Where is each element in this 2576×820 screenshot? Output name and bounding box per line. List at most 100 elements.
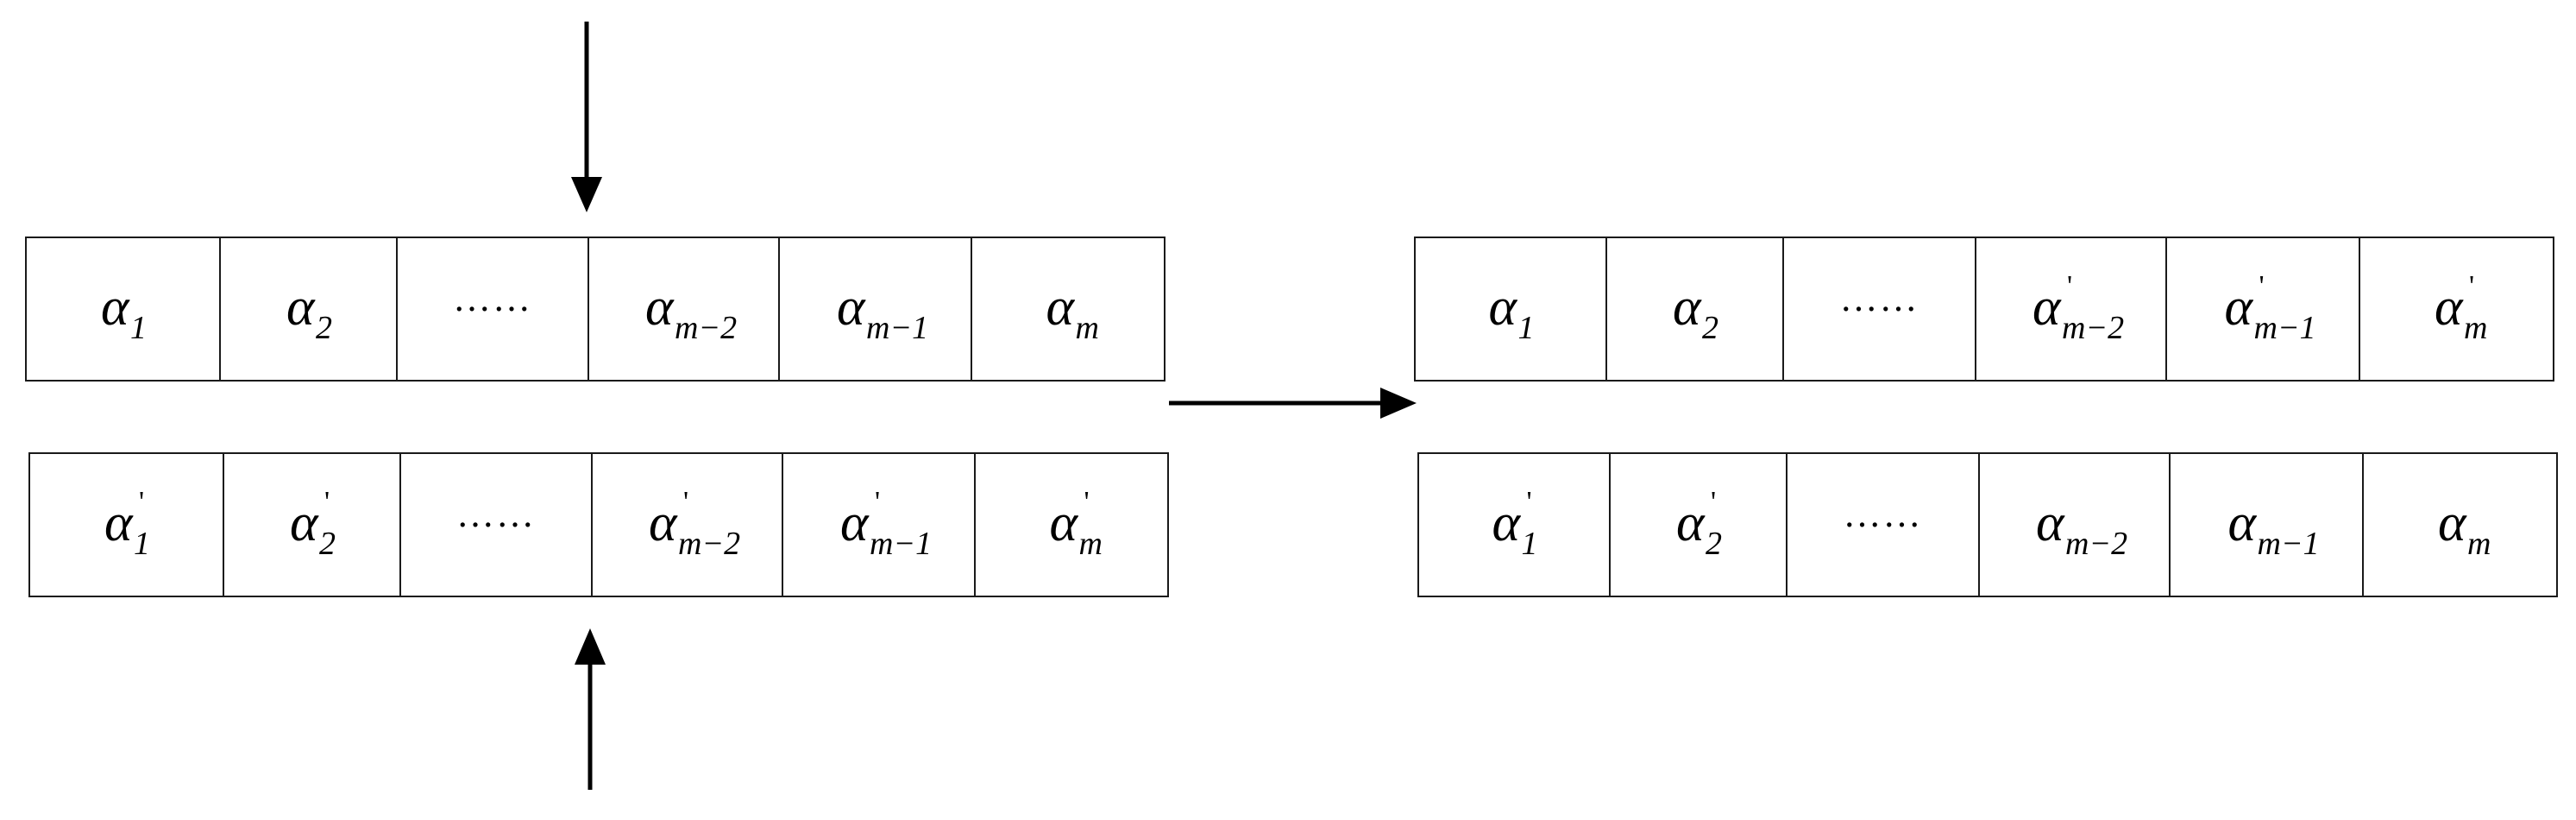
alpha-symbol: α — [2225, 278, 2254, 337]
cell-box — [1417, 452, 1611, 597]
cell-box — [2169, 452, 2364, 597]
cell-box — [1975, 237, 2167, 382]
alpha-symbol: α — [2438, 494, 2467, 552]
ellipsis-label: …… — [1840, 277, 1919, 319]
cell-box — [399, 452, 593, 597]
arrow-head — [575, 628, 606, 665]
alpha-symbol: α — [286, 278, 316, 337]
arrows — [571, 22, 1417, 790]
prime-mark: ' — [2469, 270, 2474, 302]
gene-cell: …… — [1782, 237, 1976, 382]
cell-box — [778, 237, 972, 382]
cell-box — [1605, 237, 1784, 382]
gene-subscript: 1 — [134, 526, 150, 562]
cell-box — [28, 452, 224, 597]
alpha-symbol: α — [649, 494, 678, 552]
prime-mark: ' — [1527, 486, 1532, 518]
gene-subscript: 1 — [130, 310, 147, 346]
cell-box — [1609, 452, 1787, 597]
alpha-symbol: α — [2228, 494, 2258, 552]
cell-box — [223, 452, 401, 597]
prime-mark: ' — [1711, 486, 1716, 518]
prime-mark: ' — [139, 486, 144, 518]
cell-box — [2165, 237, 2360, 382]
gene-subscript: m−2 — [678, 526, 740, 562]
alpha-symbol: α — [2036, 494, 2065, 552]
cell-box — [971, 237, 1165, 382]
transform-arrow — [1169, 388, 1417, 419]
gene-subscript: 2 — [316, 310, 332, 346]
gene-subscript: m−2 — [675, 310, 737, 346]
gene-subscript: m−1 — [2258, 526, 2320, 562]
alpha-symbol: α — [1489, 278, 1518, 337]
gene-subscript: 1 — [1518, 310, 1535, 346]
ellipsis-label: …… — [1844, 493, 1923, 535]
prime-mark: ' — [2067, 270, 2072, 302]
crossover-point-bottom-arrow — [575, 628, 606, 790]
cell-box — [782, 452, 976, 597]
alpha-symbol: α — [104, 494, 134, 552]
ellipsis-label: …… — [456, 493, 536, 535]
cell-box — [1978, 452, 2171, 597]
crossover-point-top-arrow — [571, 22, 602, 212]
gene-subscript: 1 — [1522, 526, 1538, 562]
gene-cell: …… — [1786, 452, 1980, 597]
alpha-symbol: α — [837, 278, 866, 337]
cell-box — [2359, 237, 2554, 382]
gene-subscript: m — [2467, 526, 2491, 562]
gene-cell: …… — [399, 452, 593, 597]
prime-mark: ' — [875, 486, 880, 518]
alpha-symbol: α — [1050, 494, 1079, 552]
cell-box — [591, 452, 783, 597]
cell-box — [587, 237, 780, 382]
gene-subscript: 2 — [1706, 526, 1722, 562]
arrow-head — [1380, 388, 1417, 419]
gene-subscript: 2 — [319, 526, 336, 562]
cell-box — [1786, 452, 1980, 597]
cell-box — [1414, 237, 1607, 382]
gene-cell: …… — [396, 237, 589, 382]
gene-subscript: m−2 — [2062, 310, 2124, 346]
alpha-symbol: α — [1492, 494, 1522, 552]
ellipsis-label: …… — [453, 277, 532, 319]
arrow-head — [571, 177, 602, 212]
alpha-symbol: α — [645, 278, 675, 337]
gene-subscript: m−2 — [2065, 526, 2127, 562]
alpha-symbol: α — [1673, 278, 1702, 337]
cell-box — [2362, 452, 2558, 597]
alpha-symbol: α — [2435, 278, 2464, 337]
prime-mark: ' — [324, 486, 330, 518]
alpha-symbol: α — [2033, 278, 2062, 337]
gene-subscript: m−1 — [2254, 310, 2316, 346]
gene-subscript: 2 — [1702, 310, 1718, 346]
gene-subscript: m — [1079, 526, 1103, 562]
gene-subscript: m — [2464, 310, 2487, 346]
gene-subscript: m — [1076, 310, 1099, 346]
prime-mark: ' — [1084, 486, 1090, 518]
cell-box — [219, 237, 398, 382]
alpha-symbol: α — [1676, 494, 1706, 552]
